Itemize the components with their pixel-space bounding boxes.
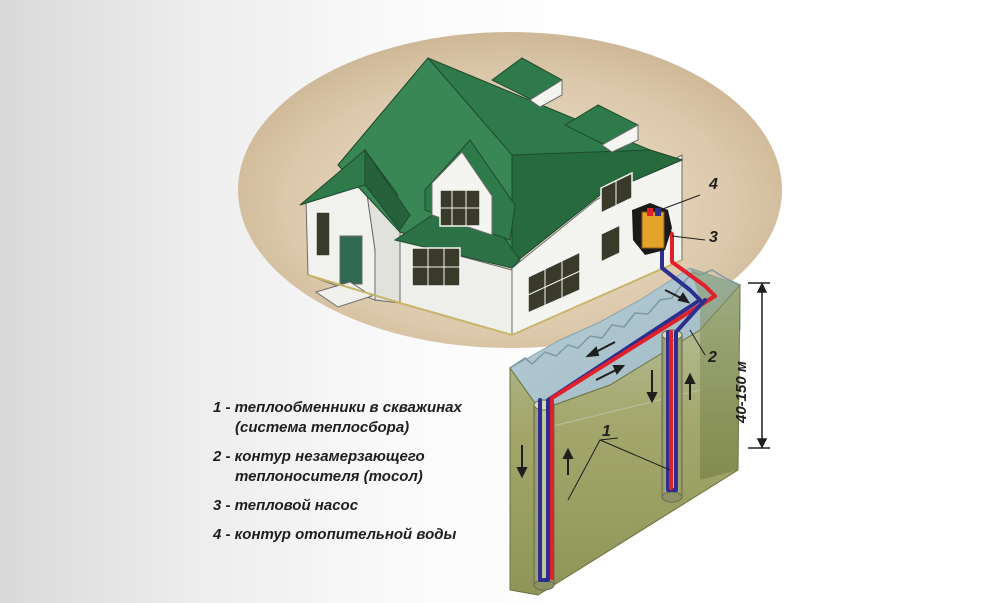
legend-item: 4 - контур отопительной воды [213, 525, 513, 545]
callout-1: 1 [602, 423, 611, 440]
legend-item-line: 4 - контур отопительной воды [213, 526, 457, 543]
callout-2: 2 [708, 349, 717, 366]
house-illustration [299, 57, 684, 337]
depth-label: 40-150 м [733, 361, 750, 423]
callout-3: 3 [709, 229, 718, 246]
legend-item: 3 - тепловой насос [213, 496, 513, 516]
legend-item: 2 - контур незамерзающего теплоносителя … [213, 447, 513, 487]
depth-dimension [748, 282, 770, 449]
callout-4: 4 [709, 176, 718, 193]
legend-item-line: 2 - контур незамерзающего [213, 448, 425, 465]
legend-item-line: 1 - теплообменники в скважинах [213, 399, 462, 416]
legend-item-subline: теплоносителя (тосол) [235, 468, 423, 485]
legend: 1 - теплообменники в скважинах (система … [213, 398, 513, 554]
legend-item: 1 - теплообменники в скважинах (система … [213, 398, 513, 438]
legend-item-line: 3 - тепловой насос [213, 497, 359, 514]
callout-lines [567, 194, 706, 501]
heat-pump-icon [632, 203, 672, 255]
legend-item-subline: (система теплосбора) [235, 419, 410, 436]
flow-arrow-icon [516, 289, 696, 479]
